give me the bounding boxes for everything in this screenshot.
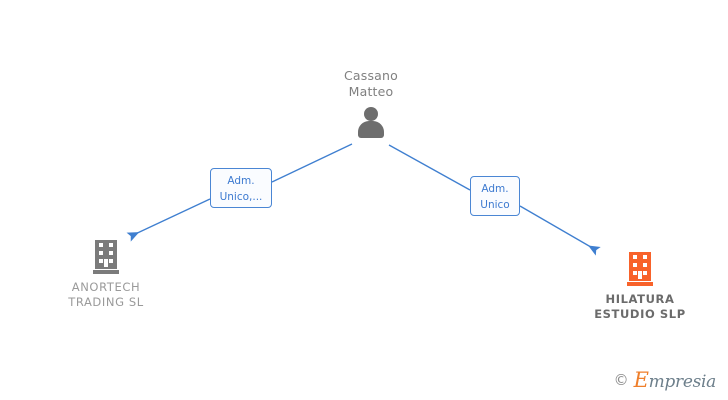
building-icon-door [104,259,108,267]
building-icon-base [93,270,119,274]
building-icon-door [638,271,642,279]
building-icon [93,240,119,274]
brand-rest: mpresia [648,372,717,392]
person-node[interactable]: Cassano Matteo [306,68,436,140]
brand-initial: E [633,368,649,392]
edge-person-to-anortech-lower [126,198,211,242]
building-icon-base [627,282,653,286]
building-icon [627,252,653,286]
brand-logo: Empresia [633,368,717,392]
person-icon-body [358,121,384,138]
person-icon-head [364,107,378,121]
edge-person-to-hilatura-upper [388,144,471,191]
company-label-anortech: ANORTECH TRADING SL [68,280,144,309]
edge-person-to-anortech-upper [271,143,353,183]
relation-label-anortech[interactable]: Adm. Unico,... [210,168,272,208]
person-icon [354,106,388,140]
company-label-hilatura: HILATURA ESTUDIO SLP [594,292,686,321]
person-name: Cassano Matteo [343,68,399,99]
relation-label-hilatura[interactable]: Adm. Unico [470,176,520,216]
watermark: © Empresia [613,368,717,392]
company-node-anortech[interactable]: ANORTECH TRADING SL [31,240,181,310]
copyright-icon: © [613,371,629,389]
company-node-hilatura[interactable]: HILATURA ESTUDIO SLP [565,252,715,322]
edge-person-to-hilatura-lower [519,205,601,256]
